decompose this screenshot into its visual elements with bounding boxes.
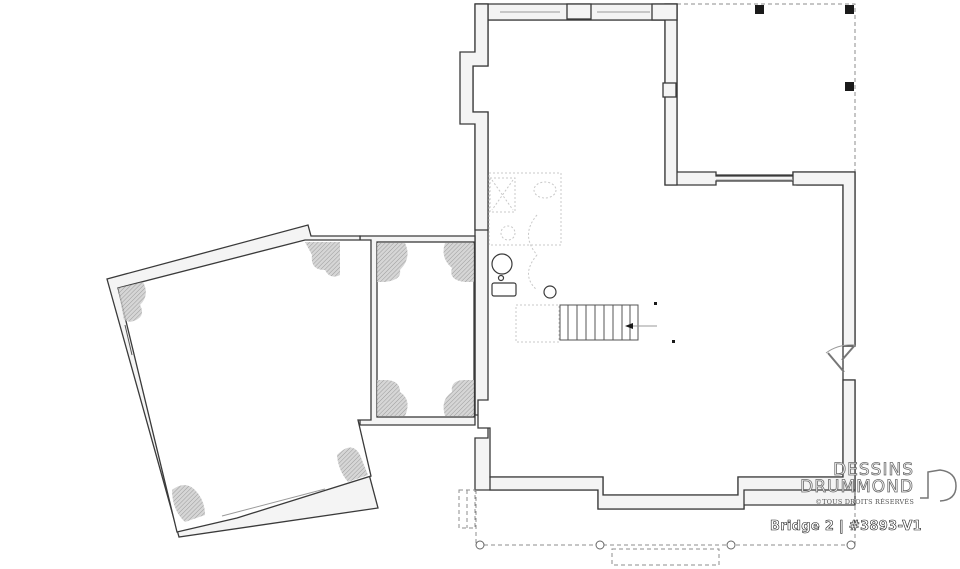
water-heater-icon: [491, 253, 513, 275]
garage-foundation: [106, 224, 379, 538]
main-foundation-wall: [472, 3, 856, 510]
bathroom-rough-in: [488, 172, 562, 291]
covered-terrace: [677, 3, 856, 172]
staircase: [515, 302, 675, 343]
furnace-icon: [491, 282, 517, 297]
terrace-post: [845, 5, 854, 14]
brand-line1: DESSINS: [833, 460, 914, 480]
plan-label: Bridge 2 | #3893-V1: [770, 519, 922, 535]
window-top: [566, 3, 592, 20]
terrace-post: [755, 5, 764, 14]
mechanical-room: [491, 253, 557, 299]
sump-pump-icon: [543, 285, 557, 299]
window-right: [662, 82, 677, 98]
side-door: [825, 344, 856, 373]
crawlspace: [359, 235, 476, 426]
brand-watermark: DESSINS DRUMMOND ©TOUS DROITS RÉSERVÉS: [800, 460, 957, 506]
brand-line2: DRUMMOND: [800, 477, 914, 497]
front-porch: [458, 489, 856, 566]
terrace-post: [845, 82, 854, 91]
copyright-text: ©TOUS DROITS RÉSERVÉS: [815, 498, 914, 506]
drummond-logo-icon: [920, 469, 957, 502]
